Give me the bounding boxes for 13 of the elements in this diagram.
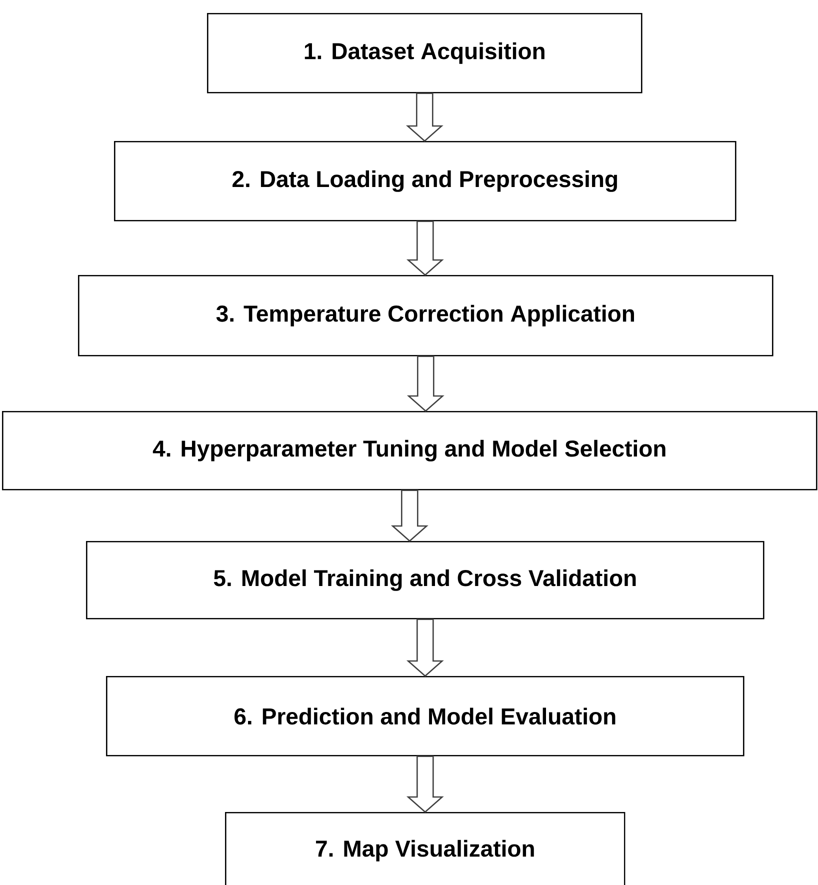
process-box: 5. Model Training and Cross Validation (86, 541, 764, 620)
block-arrow (390, 490, 428, 542)
process-box: 1. Dataset Acquisition (207, 13, 642, 94)
process-box: 2. Data Loading and Preprocessing (114, 141, 736, 222)
block-arrow (406, 92, 444, 142)
process-box: 7. Map Visualization (225, 812, 626, 885)
process-box: 3. Temperature Correction Application (78, 275, 774, 356)
block-arrow (406, 356, 444, 412)
process-box: 6. Prediction and Model Evaluation (106, 676, 744, 756)
block-arrow (406, 220, 444, 276)
block-arrow (406, 756, 444, 813)
process-box: 4. Hyperparameter Tuning and Model Selection (2, 411, 818, 490)
block-arrow (406, 618, 444, 677)
